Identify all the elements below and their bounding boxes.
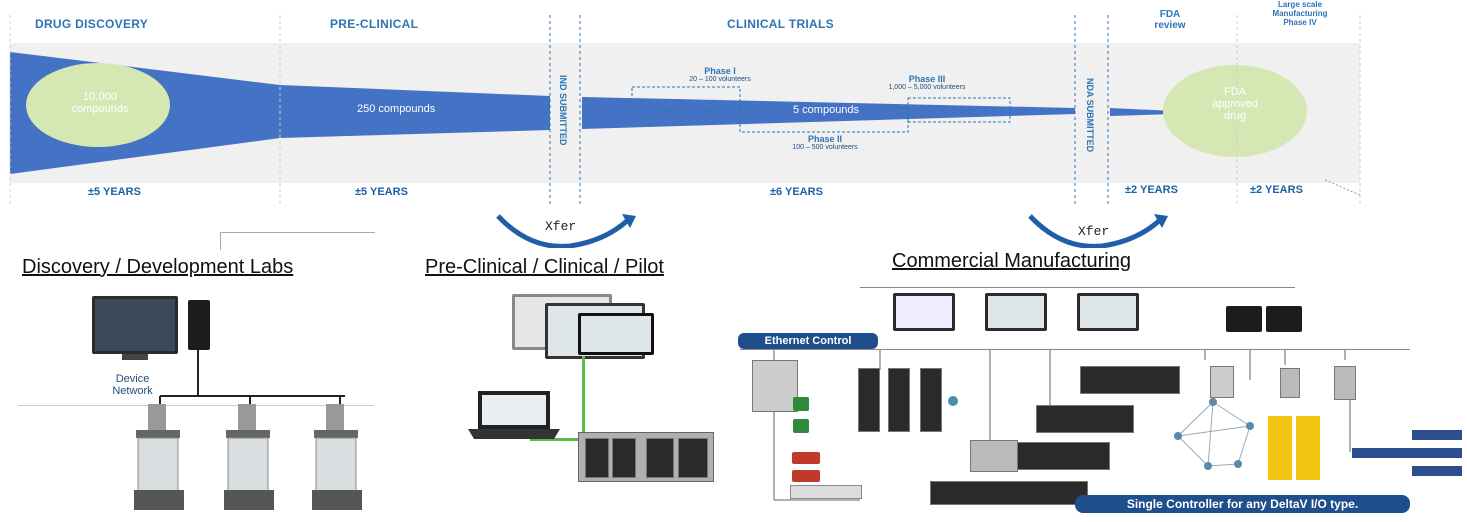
phase1-title: Phase I: [704, 66, 736, 76]
phase3-label: Phase III 1,000 – 5,000 volunteers: [862, 74, 992, 91]
pilot-network-horizontal: [530, 438, 584, 441]
review-funnel: [1110, 108, 1175, 116]
clinical-funnel: [582, 97, 1075, 129]
compounds-250-label: 250 compounds: [357, 103, 436, 115]
xfer-label-1: Xfer: [545, 219, 577, 234]
commercial-io-bottom: [930, 481, 1088, 505]
commercial-top-line: [860, 287, 1295, 288]
phase3-box: [907, 97, 1011, 123]
duration-preclinical: ±5 YEARS: [355, 186, 408, 198]
commercial-io-green-2: [793, 419, 809, 433]
single-controller-badge: Single Controller for any DeltaV I/O typ…: [1075, 495, 1410, 513]
duration-phase4: ±2 YEARS: [1250, 184, 1303, 196]
lab-pc-tower: [188, 300, 210, 350]
commercial-controller-a: [858, 368, 880, 432]
approved-drug-circle: [1163, 65, 1307, 157]
commercial-yellow-io-2: [1296, 416, 1320, 480]
compounds-10000-label: 10,000 compounds: [71, 91, 129, 115]
pilot-laptop: [468, 391, 560, 439]
phase1-label: Phase I 20 – 100 volunteers: [665, 66, 775, 83]
bioreactor-1: [134, 404, 184, 510]
compounds-circle: [26, 63, 170, 147]
section-title-clinical: Pre-Clinical / Clinical / Pilot: [425, 256, 664, 278]
phase3-volunteers: 1,000 – 5,000 volunteers: [888, 84, 966, 91]
stage-phase-iv: Large scale Manufacturing Phase IV: [1272, 0, 1328, 27]
phase2-volunteers: 100 – 500 volunteers: [792, 144, 858, 151]
duration-fda: ±2 YEARS: [1125, 184, 1178, 196]
pilot-controller-3: [646, 438, 674, 478]
section-title-labs: Discovery / Development Labs: [22, 256, 294, 278]
xfer-arrow-2: [1028, 214, 1168, 248]
section-title-commercial: Commercial Manufacturing: [892, 250, 1131, 272]
commercial-io-red-1: [792, 452, 820, 464]
lab-workstation-monitor: [92, 296, 178, 354]
monitor-stand: [122, 354, 148, 360]
commercial-controller-f: [1334, 366, 1356, 400]
pilot-controller-2: [612, 438, 636, 478]
xfer-arrow-1: [496, 214, 636, 248]
nda-submitted-label: NDA SUBMITTED: [1085, 78, 1095, 153]
timeline-graphics: [9, 15, 1361, 205]
commercial-io-panel-1: [1352, 448, 1412, 458]
ethernet-bus: [740, 349, 1410, 350]
commercial-io-panel-2: [1412, 430, 1462, 440]
commercial-io-row-2: [1036, 405, 1134, 433]
duration-discovery: ±5 YEARS: [88, 186, 141, 198]
commercial-wireless-gateway: [1210, 366, 1234, 398]
commercial-yellow-io-1: [1268, 416, 1292, 480]
compounds-5-label: 5 compounds: [793, 104, 860, 116]
commercial-server-1: [1226, 306, 1262, 332]
commercial-io-red-2: [792, 470, 820, 482]
commercial-io-row-1: [1080, 366, 1180, 394]
commercial-monitor-3: [1077, 293, 1139, 331]
ethernet-control-badge: Ethernet Control: [738, 333, 878, 349]
commercial-controller-c: [920, 368, 942, 432]
device-network-lines: [159, 350, 345, 408]
phase1-box: [631, 86, 741, 112]
phase2-label: Phase II 100 – 500 volunteers: [765, 134, 885, 151]
commercial-io-panel-3: [1412, 448, 1462, 458]
ind-submitted-label: IND SUBMITTED: [558, 75, 568, 146]
stage-fda-review: FDA review: [1154, 9, 1186, 31]
commercial-rack-1: [752, 360, 798, 412]
labs-frame-left: [220, 232, 221, 250]
bioreactor-2: [224, 404, 274, 510]
labs-frame-top: [220, 232, 375, 233]
commercial-monitor-2: [985, 293, 1047, 331]
stage-pre-clinical: PRE-CLINICAL: [330, 17, 419, 31]
commercial-io-green-1: [793, 397, 809, 411]
labs-frame-bottom: [18, 405, 374, 406]
pilot-controller-4: [678, 438, 708, 478]
commercial-io-panel-4: [1412, 466, 1462, 476]
stage-drug-discovery: DRUG DISCOVERY: [35, 17, 149, 31]
commercial-instrument: [948, 396, 958, 406]
commercial-monitor-1: [893, 293, 955, 331]
commercial-io-row-3: [1012, 442, 1110, 470]
commercial-controller-e: [1280, 368, 1300, 398]
duration-clinical: ±6 YEARS: [770, 186, 823, 198]
commercial-controller-d: [970, 440, 1018, 472]
wireless-mesh: [1174, 398, 1254, 470]
phase2-title: Phase II: [807, 134, 843, 144]
stage-clinical-trials: CLINICAL TRIALS: [727, 17, 834, 31]
preclinical-funnel: [280, 85, 550, 138]
commercial-server-2: [1266, 306, 1302, 332]
approved-drug-label: FDA approved drug: [1212, 86, 1258, 122]
pilot-controller-1: [585, 438, 609, 478]
commercial-controller-b: [888, 368, 910, 432]
bioreactor-3: [312, 404, 362, 510]
pilot-network-vertical: [582, 356, 585, 448]
pilot-tablet-front: [578, 313, 654, 355]
phase1-volunteers: 20 – 100 volunteers: [689, 76, 751, 83]
commercial-io-strip: [790, 485, 862, 499]
xfer-label-2: Xfer: [1078, 224, 1110, 239]
phase3-title: Phase III: [908, 74, 946, 84]
device-network-label: Device Network: [112, 373, 153, 397]
